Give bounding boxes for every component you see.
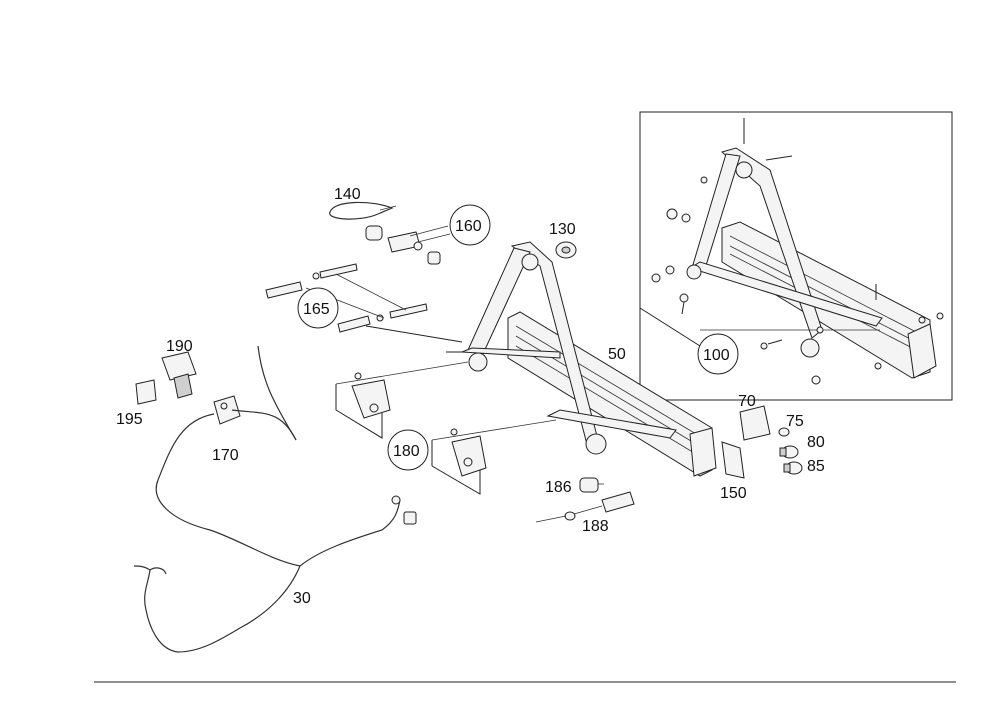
callout-leader-165 — [365, 325, 463, 343]
callout-circle-100 — [697, 333, 739, 375]
label-195: 195 — [116, 411, 143, 428]
part-80-bulb — [779, 445, 799, 459]
part-180-brackets — [335, 361, 557, 495]
label-190: 190 — [166, 338, 193, 355]
label-30: 30 — [293, 590, 311, 607]
label-80: 80 — [807, 434, 825, 451]
label-100: 100 — [703, 347, 730, 364]
part-70-lamp-housing — [739, 405, 771, 441]
part-170-relay — [213, 395, 241, 425]
callout-leader-100 — [639, 307, 701, 347]
label-140: 140 — [334, 186, 361, 203]
part-85-bulb — [783, 461, 803, 475]
part-186-plug — [579, 477, 604, 493]
label-165: 165 — [303, 301, 330, 318]
label-188: 188 — [582, 518, 609, 535]
part-195-fuse — [135, 379, 157, 405]
label-50: 50 — [608, 346, 626, 363]
part-75-bulb — [778, 427, 790, 437]
part-50-frame — [446, 241, 717, 477]
part-160-clamp — [365, 225, 451, 265]
label-85: 85 — [807, 458, 825, 475]
assembled-view-inset — [639, 111, 953, 401]
callout-circle-180 — [387, 429, 429, 471]
label-186: 186 — [545, 479, 572, 496]
label-170: 170 — [212, 447, 239, 464]
callout-circle-160 — [449, 204, 491, 246]
part-150-lens — [721, 441, 745, 479]
part-130-nut — [555, 241, 577, 259]
part-165-pins — [265, 263, 428, 333]
label-130: 130 — [549, 221, 576, 238]
part-140-cable — [329, 201, 397, 220]
part-190-switch — [161, 351, 197, 399]
label-70: 70 — [738, 393, 756, 410]
label-75: 75 — [786, 413, 804, 430]
part-30-wiring-harness — [133, 345, 417, 653]
label-160: 160 — [455, 218, 482, 235]
part-188-connector — [535, 491, 635, 523]
label-150: 150 — [720, 485, 747, 502]
callout-circle-165 — [297, 287, 339, 329]
label-180: 180 — [393, 443, 420, 460]
